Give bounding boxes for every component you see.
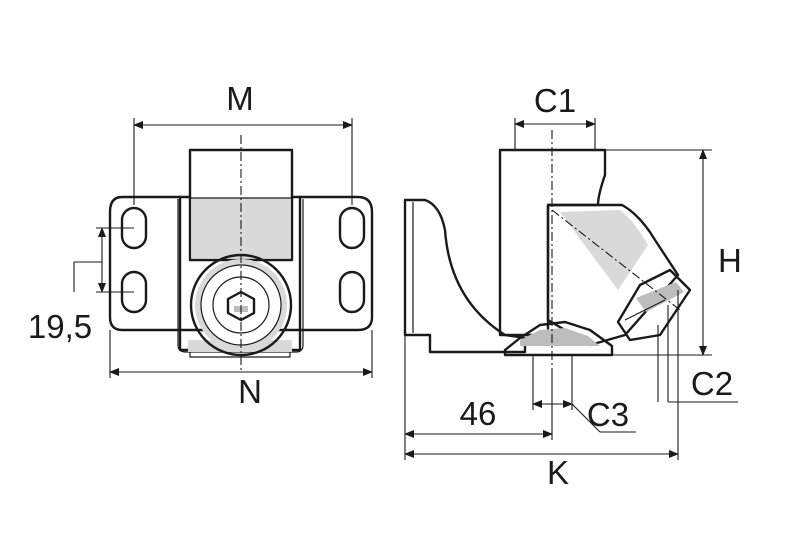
side-view	[403, 130, 692, 370]
label-c1: C1	[534, 82, 576, 119]
label-m: M	[226, 80, 254, 117]
dimension-46: 46	[404, 335, 553, 460]
label-c3: C3	[587, 396, 629, 433]
label-n: N	[238, 373, 262, 410]
dimension-k: K	[404, 290, 679, 491]
dimension-m: M	[133, 80, 353, 205]
label-k: K	[547, 454, 569, 491]
dimension-n: N	[109, 330, 373, 410]
dimension-h: H	[605, 149, 742, 356]
side-hex-nut	[616, 268, 692, 342]
mounting-plate	[108, 195, 374, 352]
side-foot-pad	[503, 320, 614, 357]
angled-foot-body	[546, 203, 680, 347]
label-c2: C2	[691, 365, 733, 402]
hex-nut	[226, 290, 256, 322]
dimension-19-5: 19,5	[28, 227, 134, 345]
label-46: 46	[460, 395, 497, 432]
slot-upper-right	[338, 206, 366, 250]
label-h: H	[718, 242, 742, 279]
label-19-5: 19,5	[28, 308, 92, 345]
dimension-c3: C3	[532, 355, 636, 433]
dimension-c1: C1	[514, 82, 596, 150]
dimension-c2: C2	[657, 305, 738, 403]
front-view	[108, 135, 374, 370]
mounting-post	[188, 148, 294, 262]
slot-lower-right	[338, 270, 366, 314]
side-bracket	[403, 198, 527, 354]
